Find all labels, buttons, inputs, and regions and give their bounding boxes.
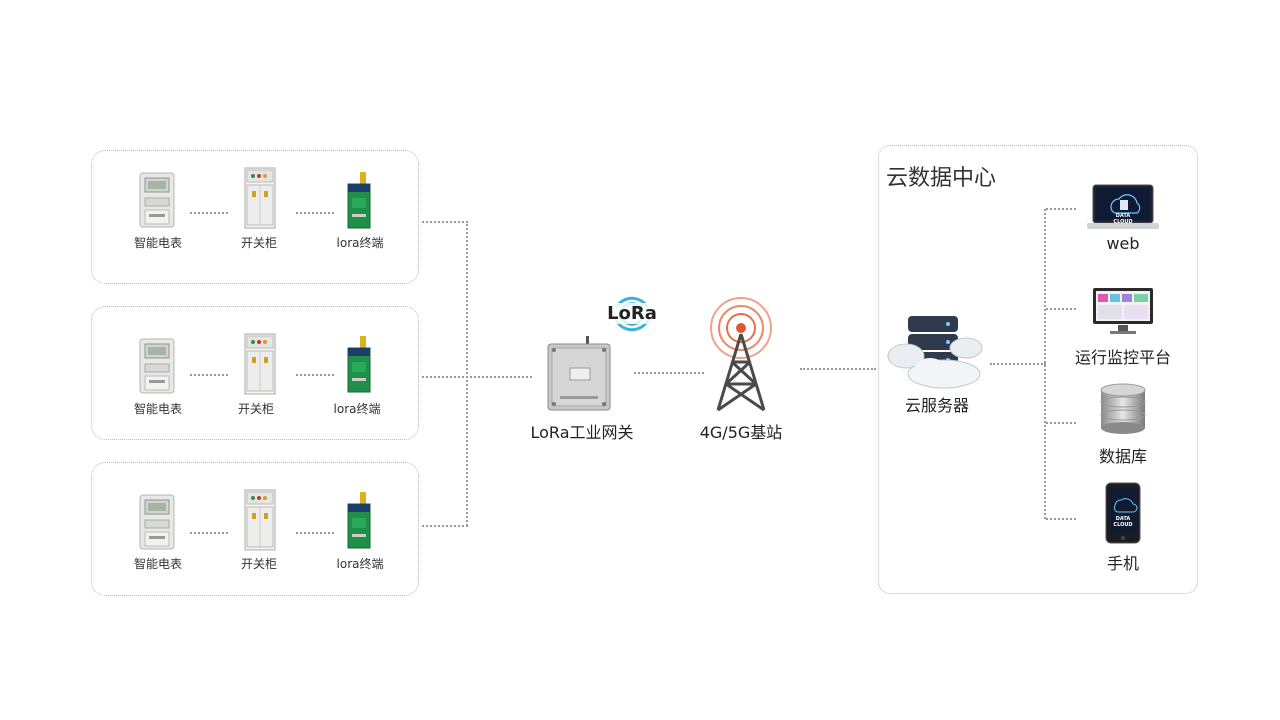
connector-dots (1046, 208, 1076, 210)
lora-badge: LoRa (606, 303, 658, 324)
connector-dots (422, 221, 468, 223)
server-label: 云服务器 (904, 396, 969, 415)
smart-meter-label: 智能电表 (133, 557, 182, 571)
cell-tower-icon (706, 296, 776, 412)
connector-dots (296, 212, 334, 214)
lora-terminal-label: lora终端 (336, 557, 384, 571)
smart-meter-label: 智能电表 (133, 236, 182, 250)
connector-dots (296, 374, 334, 376)
monitor-icon (1092, 287, 1154, 335)
connector-dots (422, 376, 532, 378)
smart-meter-icon (139, 494, 175, 550)
connector-dots (1046, 422, 1076, 424)
switch-cabinet-icon (244, 167, 276, 229)
web-label: web (1106, 234, 1140, 253)
connector-dots (1044, 209, 1046, 519)
connector-dots (1046, 518, 1076, 520)
lora-gateway-icon (546, 336, 612, 412)
connector-dots (634, 372, 704, 374)
device-group-3 (91, 462, 419, 596)
phone-screen-text: DATA CLOUD (1113, 516, 1133, 528)
connector-dots (422, 525, 468, 527)
connector-dots (190, 532, 228, 534)
smart-meter-label: 智能电表 (133, 402, 182, 416)
connector-dots (190, 374, 228, 376)
laptop-screen-text: DATA CLOUD (1113, 213, 1133, 225)
tower-label: 4G/5G基站 (699, 423, 783, 442)
lora-terminal-label: lora终端 (333, 402, 381, 416)
laptop-icon (1087, 183, 1159, 231)
connector-dots (190, 212, 228, 214)
switch-cabinet-icon (244, 489, 276, 551)
cloud-server-icon (886, 312, 986, 392)
phone-icon (1105, 482, 1141, 544)
connector-dots (800, 368, 876, 370)
phone-label: 手机 (1106, 554, 1139, 573)
lora-terminal-icon (346, 336, 372, 394)
switch-cabinet-label: 开关柜 (237, 402, 274, 416)
device-group-2 (91, 306, 419, 440)
connector-dots (466, 221, 468, 526)
database-label: 数据库 (1098, 447, 1147, 466)
smart-meter-icon (139, 172, 175, 228)
cloud-data-center (878, 145, 1198, 594)
switch-cabinet-label: 开关柜 (240, 557, 277, 571)
switch-cabinet-label: 开关柜 (240, 236, 277, 250)
connector-dots (1046, 308, 1076, 310)
connector-dots (990, 363, 1046, 365)
smart-meter-icon (139, 338, 175, 394)
gateway-label: LoRa工业网关 (530, 423, 634, 442)
lora-terminal-icon (346, 172, 372, 230)
monitoring-platform-label: 运行监控平台 (1074, 348, 1171, 367)
connector-dots (296, 532, 334, 534)
cloud-title: 云数据中心 (886, 166, 997, 191)
lora-terminal-icon (346, 492, 372, 550)
switch-cabinet-icon (244, 333, 276, 395)
device-group-1 (91, 150, 419, 284)
lora-terminal-label: lora终端 (336, 236, 384, 250)
database-icon (1099, 382, 1147, 434)
